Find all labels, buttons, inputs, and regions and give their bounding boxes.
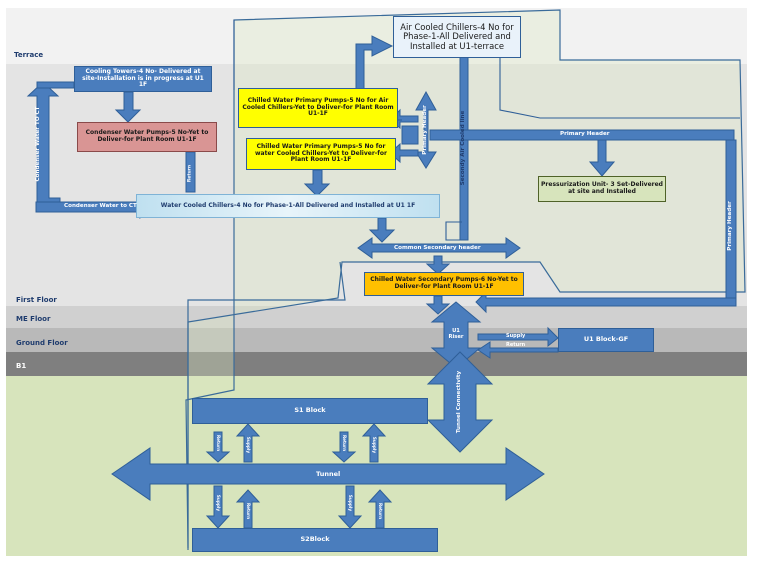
- label-s1-return-left: Return: [216, 434, 221, 452]
- band-b1: [6, 352, 747, 376]
- label-primary-header-left: Primary Header: [422, 105, 428, 155]
- label-s1-return-right: Return: [342, 434, 347, 452]
- pipe-primary-joint: [401, 125, 419, 145]
- arrow-s2-return-right: [367, 489, 393, 529]
- arrow-ct-to-pumps: [114, 91, 142, 123]
- box-s2-block: S2Block: [192, 528, 438, 552]
- pipe-tunnel-connectivity: [426, 351, 494, 453]
- arrow-s2-return-left: [235, 489, 261, 529]
- box-pressurization: Pressurization Unit- 3 Set-Delivered at …: [538, 176, 666, 202]
- arrow-header-to-secondary: [425, 255, 451, 275]
- label-primary-header-top: Primary Header: [560, 131, 610, 137]
- band-terrace: [6, 8, 747, 64]
- arrow-s1-return-left: [205, 431, 231, 463]
- arrow-to-pressurization: [588, 139, 616, 177]
- arrow-s1-return-right: [331, 431, 357, 463]
- label-primary-header-right: Primary Header: [727, 201, 733, 251]
- zone-line-left: [187, 261, 346, 550]
- floor-label-b1: B1: [16, 362, 27, 370]
- arrow-s1-supply-left: [235, 423, 261, 463]
- box-cooling-towers: Cooling Towers-4 No- Delivered at site-I…: [74, 66, 212, 92]
- box-chw-secondary: Chilled Water Secondary Pumps-6 No-Yet t…: [364, 272, 524, 296]
- label-s1-supply-left: Supply: [246, 436, 251, 454]
- floor-label-me-floor: ME Floor: [16, 315, 51, 323]
- arrow-return: [477, 341, 559, 359]
- label-common-secondary-header: Common Secondary header: [394, 245, 481, 251]
- pipe-primary-header-left: [415, 90, 437, 169]
- arrow-s1-supply-right: [361, 423, 387, 463]
- box-air-cooled-chillers: Air Cooled Chillers-4 No for Phase-1-All…: [393, 16, 521, 58]
- floor-label-terrace: Terrace: [14, 51, 44, 59]
- box-u1-block-gf: U1 Block-GF: [558, 328, 654, 352]
- label-tunnel-connectivity: Tunnel Connectivity: [456, 370, 462, 434]
- label-condenser-vertical: Condenser Water TO CT: [35, 106, 41, 182]
- box-water-cooled-chillers: Water Cooled Chillers-4 No for Phase-1-A…: [136, 194, 440, 218]
- label-return: Return: [506, 342, 526, 348]
- pipe-condenser-top: [36, 81, 75, 89]
- label-s1-supply-right: Supply: [372, 436, 377, 454]
- label-condenser-to-ct: Condenser Water to CT: [64, 203, 137, 209]
- label-supply: Supply: [506, 333, 526, 339]
- label-tunnel: Tunnel: [316, 470, 341, 478]
- label-return-short: Return: [187, 164, 193, 183]
- line-secondary-loop: [445, 221, 468, 241]
- floor-label-ground-floor: Ground Floor: [16, 339, 68, 347]
- arrow-secondary-to-riser: [425, 295, 451, 315]
- arrow-pumps-to-chillers: [303, 169, 331, 197]
- band-me-floor: [6, 306, 747, 328]
- pipe-u1-riser: [430, 301, 482, 369]
- box-condenser-pumps: Condenser Water Pumps-5 No-Yet to Delive…: [77, 122, 217, 152]
- label-s2-return-left: Return: [246, 502, 251, 520]
- line-upper-right: [499, 56, 740, 119]
- box-chw-primary-water: Chilled Water Primary Pumps-5 No for wat…: [246, 138, 396, 170]
- floor-label-first-floor: First Floor: [16, 296, 57, 304]
- label-secondary-air-cooled: Secondy Air Cooled line: [460, 110, 466, 186]
- pipe-tunnel: [111, 447, 545, 501]
- arrow-s2-supply-right: [337, 485, 363, 529]
- label-s2-return-right: Return: [378, 502, 383, 520]
- arrow-s2-supply-left: [205, 485, 231, 529]
- box-chw-primary-air: Chilled Water Primary Pumps-5 No for Air…: [238, 88, 398, 128]
- pipe-return-short: [185, 151, 196, 193]
- pipe-common-secondary-header: [357, 237, 521, 259]
- arrow-supply: [477, 326, 559, 348]
- label-u1-riser: U1 Riser: [448, 328, 464, 340]
- box-s1-block: S1 Block: [192, 398, 428, 424]
- label-s2-supply-left: Supply: [216, 494, 221, 512]
- label-s2-supply-right: Supply: [348, 494, 353, 512]
- arrow-chillers-down: [368, 217, 396, 243]
